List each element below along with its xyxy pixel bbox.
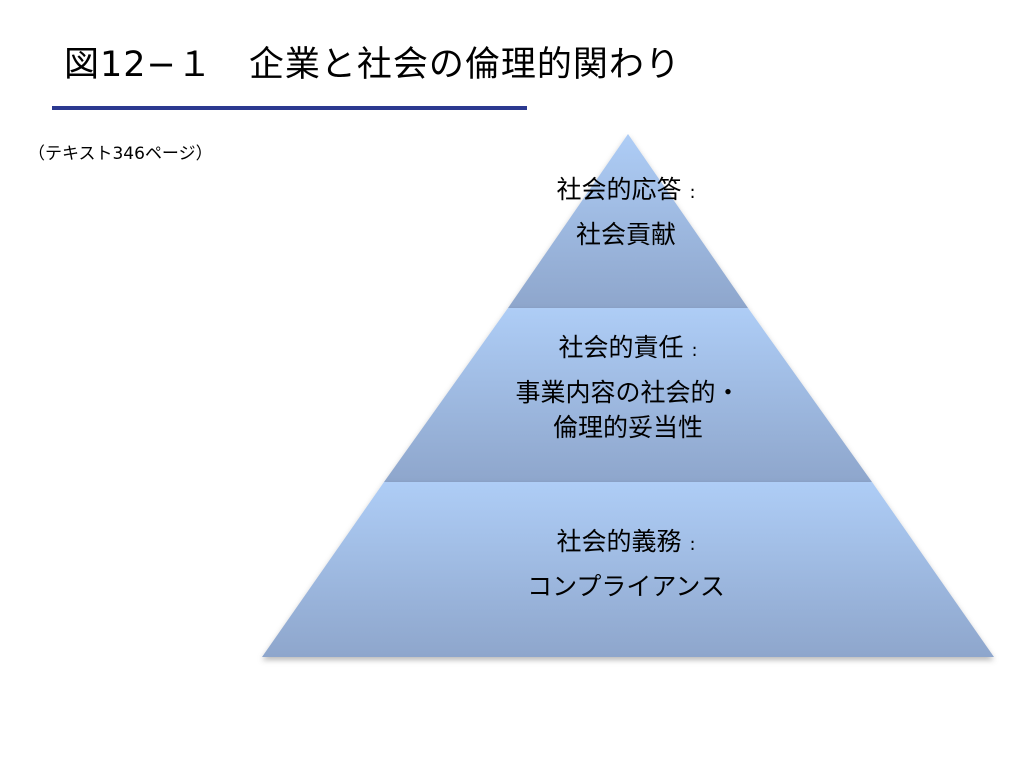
slide-title: 図12−１ 企業と社会の倫理的関わり [64,45,681,85]
pyramid-tier-top [508,134,748,308]
tier-top-heading: 社会的応答 [556,175,682,204]
pyramid-tier-bottom [262,482,994,657]
tier-top-heading-line: 社会的応答: [556,172,695,207]
tier-middle-text: 社会的責任: 事業内容の社会的・ 倫理的妥当性 [515,330,740,445]
tier-middle-colon: : [691,340,698,361]
tier-bottom-heading: 社会的義務 [556,527,682,556]
pyramid-tier-middle [384,308,872,482]
tier-bottom-body: コンプライアンス [527,572,725,601]
tier-top-colon: : [689,182,696,203]
tier-middle-heading: 社会的責任 [558,333,684,362]
tier-middle-body-line-1: 事業内容の社会的・ [515,378,741,407]
tier-middle-body-line-2: 倫理的妥当性 [552,413,704,442]
tier-bottom-heading-line: 社会的義務: [527,524,725,559]
title-underline [52,106,527,110]
tier-bottom-colon: : [689,534,696,555]
tier-top-body: 社会貢献 [575,220,676,249]
tier-middle-heading-line: 社会的責任: [515,330,740,365]
source-note: （テキスト346ページ） [28,144,213,164]
tier-bottom-text: 社会的義務: コンプライアンス [527,524,725,604]
tier-top-text: 社会的応答: 社会貢献 [556,172,695,252]
